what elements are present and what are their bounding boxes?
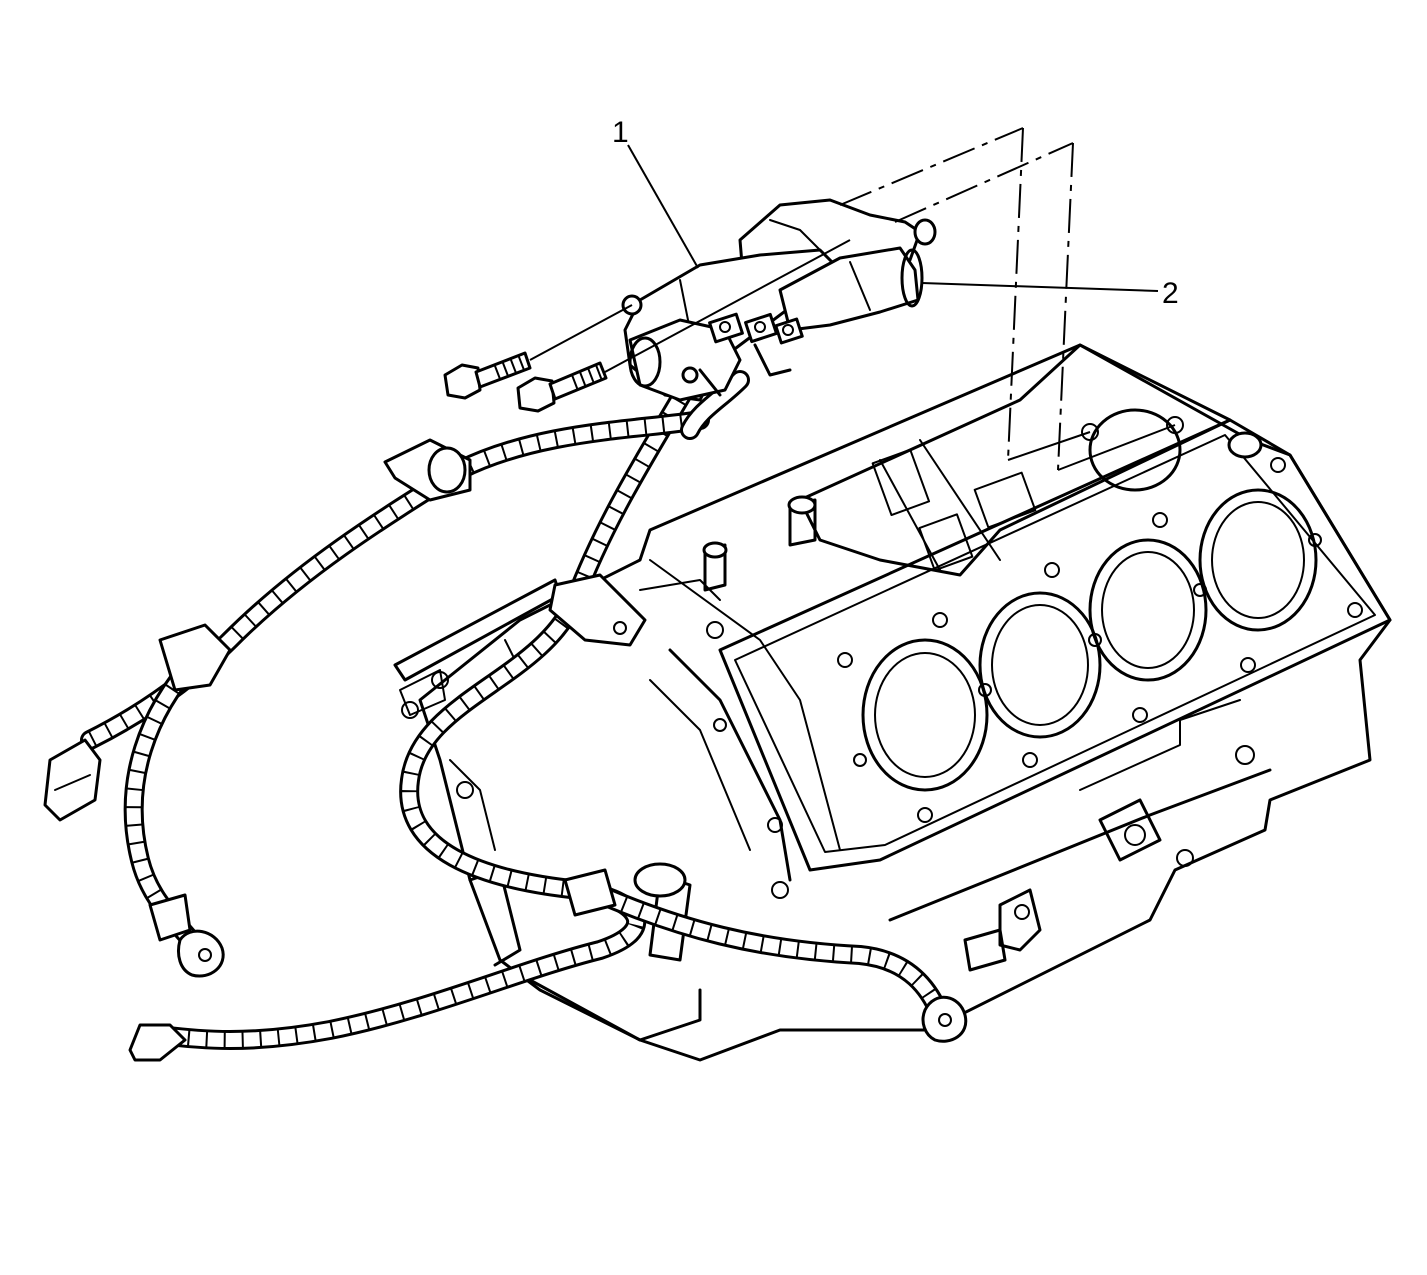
bearing-cap-boss	[1098, 798, 1162, 862]
starter-mount-hole-1	[1081, 423, 1099, 441]
boss-hole	[1124, 824, 1146, 846]
cable-crimp-lower	[148, 893, 192, 942]
callout-2-label: 2	[1162, 277, 1179, 310]
solenoid-terminals	[698, 312, 804, 397]
rear-bore-opening	[1088, 408, 1182, 492]
side-strap	[449, 759, 496, 851]
lower-skirt-line	[888, 768, 1272, 922]
starter-mount-ear-lower	[681, 366, 699, 384]
side-face-rail-2	[649, 679, 751, 851]
callout-1-leader	[627, 144, 699, 269]
cable-clips	[148, 438, 647, 942]
harness-clip-mid	[548, 573, 647, 647]
starter-bolt-lower	[516, 361, 608, 413]
cable-terminals	[43, 738, 968, 1062]
cable-junction-sleeve	[563, 868, 617, 917]
valley-rib-1	[919, 439, 1001, 561]
cylinder-bores	[861, 488, 1318, 792]
lower-pad	[963, 928, 1007, 972]
side-face-line-2	[639, 579, 721, 601]
valley-rib-2	[879, 459, 941, 571]
alignment-centerlines	[529, 127, 1176, 471]
side-face-line-1	[649, 559, 841, 851]
starter-mount-hole-2	[1166, 416, 1184, 434]
oil-filter-opening	[633, 862, 687, 898]
dowel-pin	[1227, 431, 1263, 459]
oil-rail	[1079, 699, 1241, 791]
harness-connector	[43, 738, 102, 822]
cylinder-bore-3-inner	[1101, 551, 1195, 669]
starter-motor	[621, 198, 937, 402]
pan-rail	[528, 978, 702, 1042]
callouts: 1 2	[612, 116, 1179, 310]
head-bolt-holes	[837, 457, 1363, 823]
valley-wall	[798, 343, 1232, 577]
valley-pocket-1	[871, 448, 931, 517]
cylinder-bore-1-inner	[874, 652, 976, 778]
starter-solenoid	[628, 318, 742, 402]
valley-pocket-2	[918, 513, 974, 572]
motor-end-cap	[900, 248, 924, 308]
engine-block	[418, 343, 1392, 1062]
ring-terminal-lower-left	[177, 929, 225, 978]
nose-tip	[913, 218, 937, 246]
cable-lug-bottom-left	[128, 1023, 187, 1062]
starter-bolts	[443, 351, 608, 413]
deck-inner-edge	[734, 434, 1376, 853]
side-bolt-hole-1	[1235, 745, 1255, 765]
cylinder-bore-4	[1198, 488, 1318, 632]
cylinder-bore-2	[978, 591, 1102, 739]
callout-1-label: 1	[612, 116, 629, 149]
side-bolt-hole-2	[1176, 849, 1194, 867]
harness-clip-left	[158, 623, 232, 692]
cylinder-bore-2-inner	[991, 604, 1089, 726]
cylinder-bore-1	[861, 638, 989, 792]
side-face-rail	[668, 648, 792, 882]
ring-terminal-ground	[921, 995, 968, 1043]
valley-pocket-3	[973, 471, 1037, 529]
cylinder-bore-4-inner	[1211, 501, 1305, 619]
callout-2-leader	[921, 282, 1159, 292]
cylinder-bore-3	[1088, 538, 1208, 682]
starter-bolt-upper	[443, 351, 532, 400]
